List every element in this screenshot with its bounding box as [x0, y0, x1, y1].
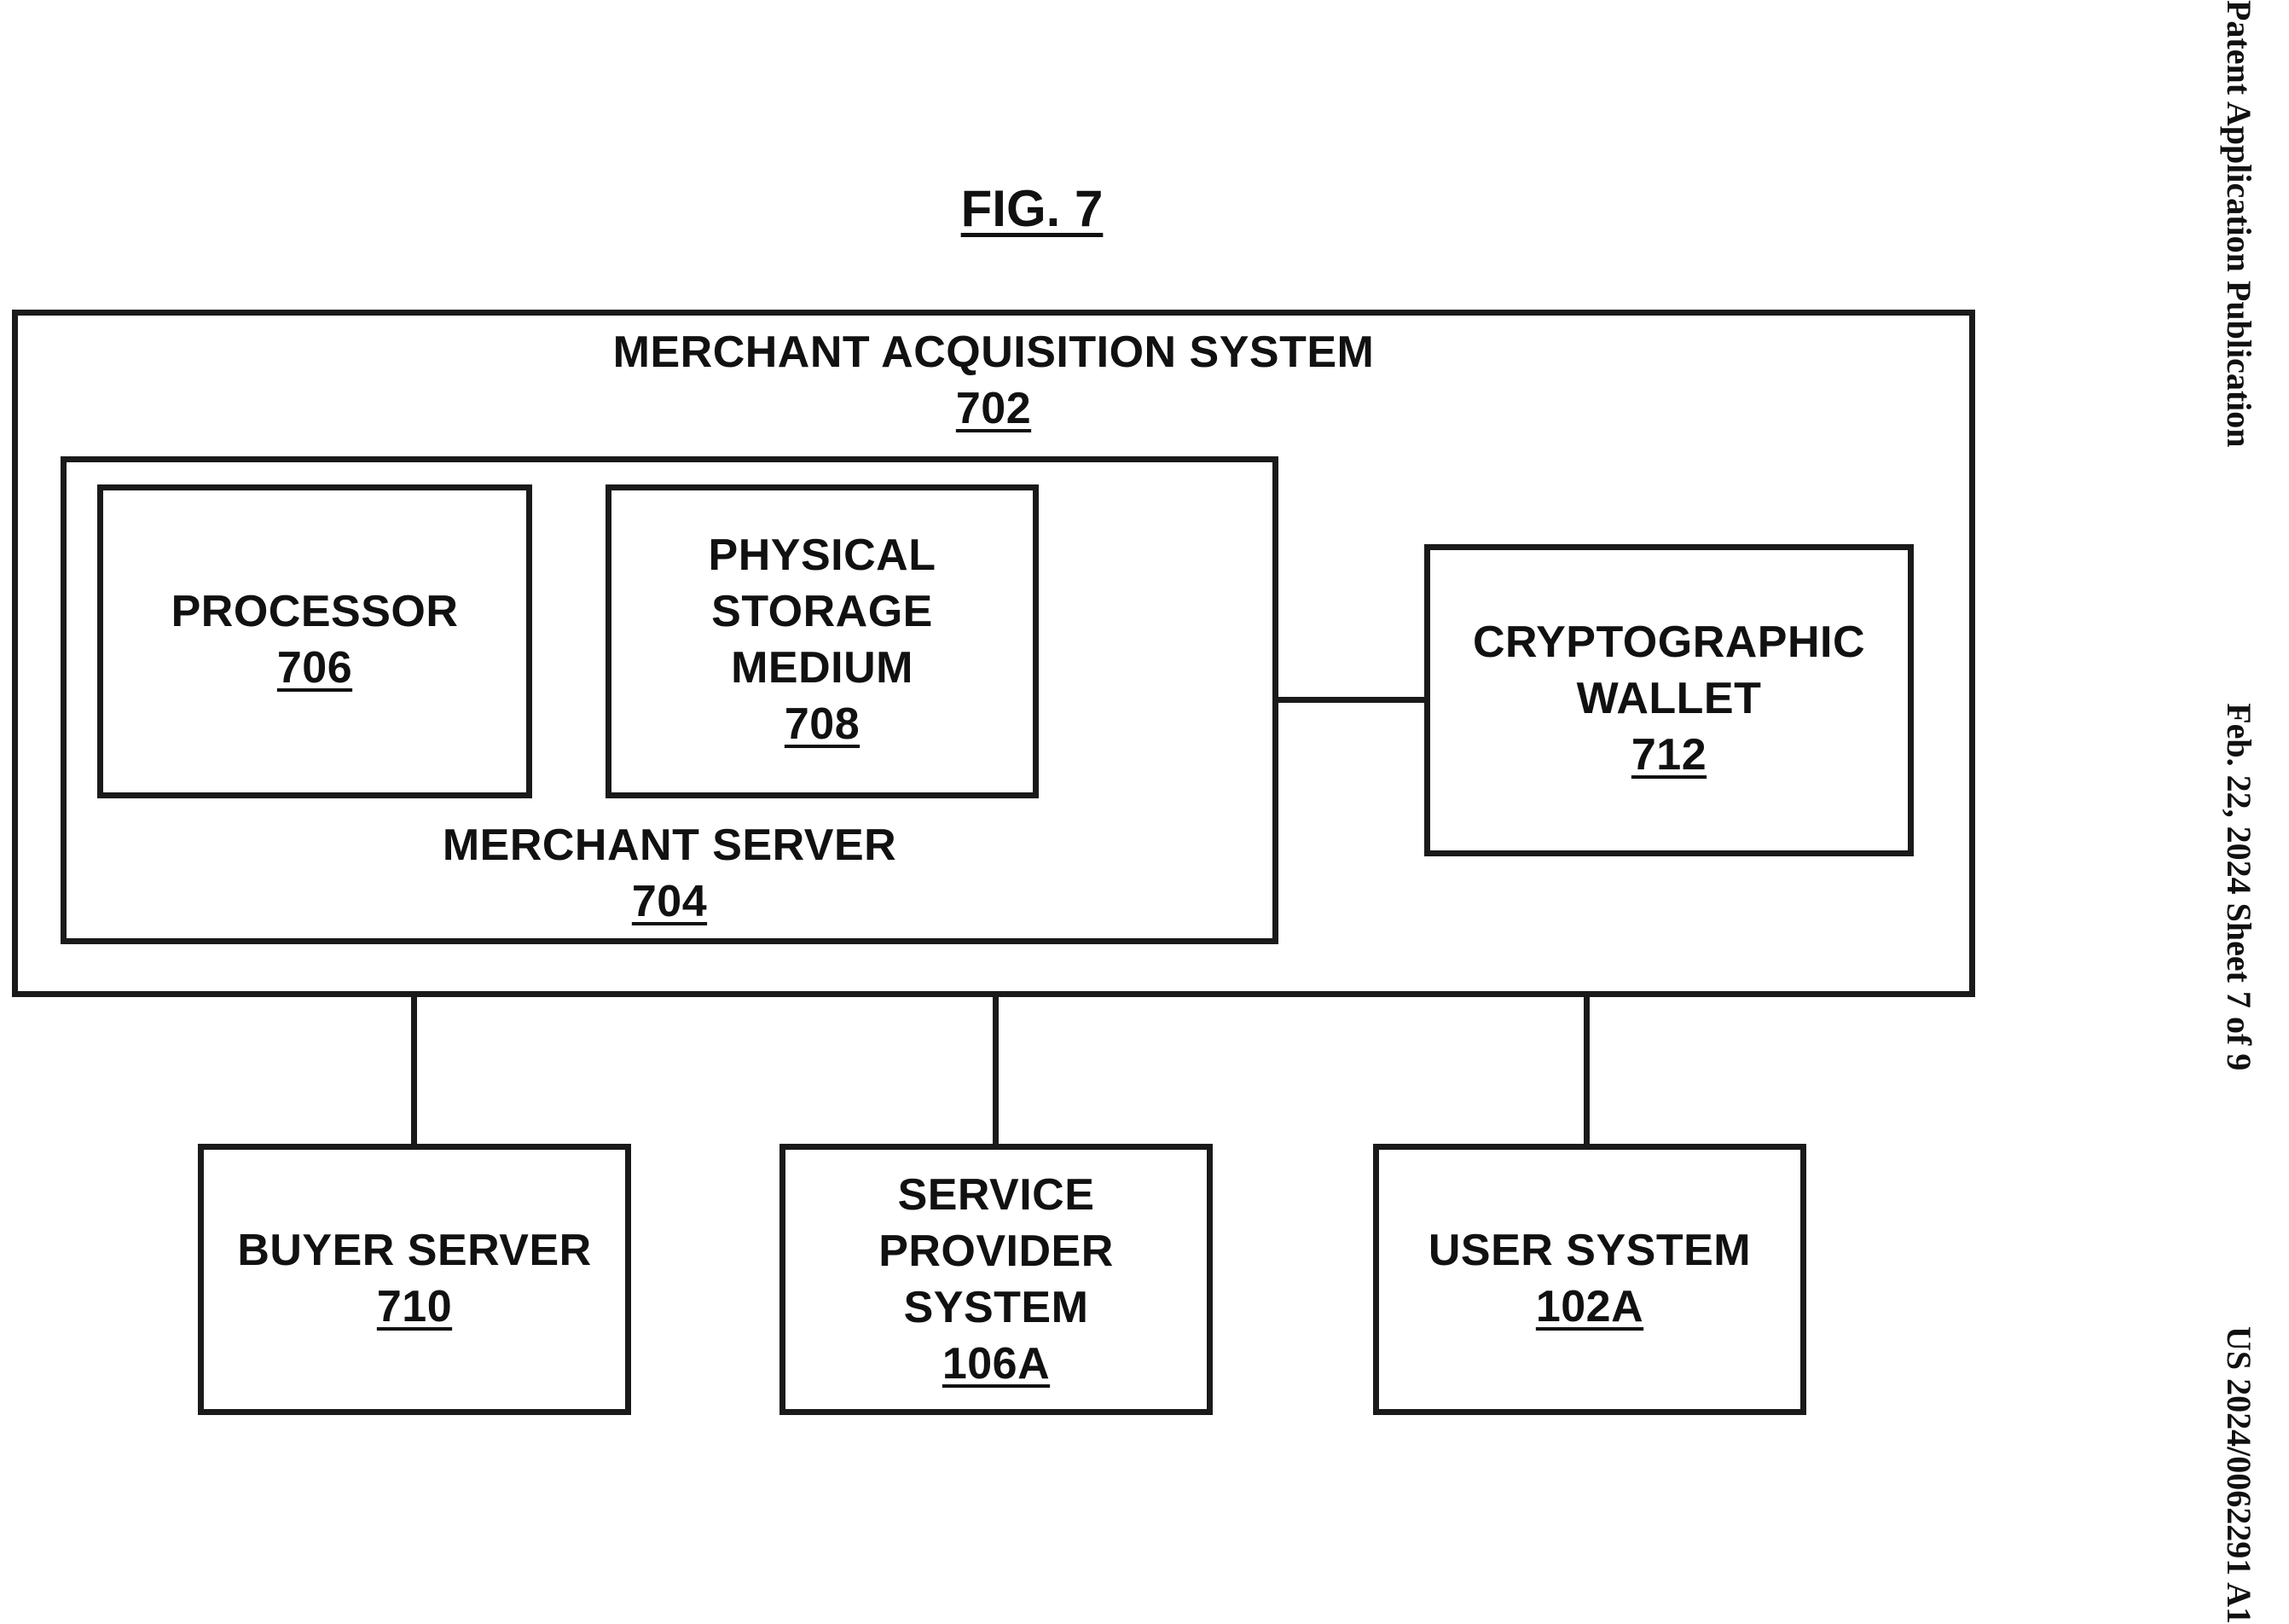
node-text: CRYPTOGRAPHIC: [1424, 614, 1914, 670]
reference-number: 106A: [779, 1336, 1213, 1392]
connector-buyer-server: [411, 997, 417, 1144]
buyer-server-label: BUYER SERVER 710: [198, 1222, 631, 1335]
node-text: BUYER SERVER: [198, 1222, 631, 1279]
node-text: PROCESSOR: [97, 583, 532, 640]
connector-user-system: [1584, 997, 1590, 1144]
reference-number: 712: [1424, 727, 1914, 783]
user-system-label: USER SYSTEM 102A: [1373, 1222, 1806, 1335]
node-text: USER SYSTEM: [1373, 1222, 1806, 1279]
page-header: Patent Application Publication Feb. 22, …: [2221, 0, 2258, 1624]
service-provider-system-label: SERVICE PROVIDER SYSTEM 106A: [779, 1167, 1213, 1392]
node-text: MERCHANT SERVER: [61, 817, 1278, 873]
publication-number: US 2024/0062291 A1: [2220, 1326, 2260, 1624]
reference-number: 708: [606, 696, 1039, 752]
node-text: PROVIDER: [779, 1223, 1213, 1279]
date-sheet-label: Feb. 22, 2024 Sheet 7 of 9: [2220, 703, 2260, 1070]
reference-number: 704: [61, 873, 1278, 930]
node-text: WALLET: [1424, 670, 1914, 727]
node-text: MERCHANT ACQUISITION SYSTEM: [12, 324, 1975, 380]
cryptographic-wallet-label: CRYPTOGRAPHIC WALLET 712: [1424, 614, 1914, 783]
connector-service-provider: [993, 997, 999, 1144]
figure-title: FIG. 7: [921, 179, 1143, 238]
node-text: PHYSICAL: [606, 527, 1039, 583]
node-text: STORAGE: [606, 583, 1039, 640]
merchant-server-label: MERCHANT SERVER 704: [61, 817, 1278, 930]
node-text: SYSTEM: [779, 1279, 1213, 1336]
node-text: SERVICE: [779, 1167, 1213, 1223]
merchant-acquisition-system-label: MERCHANT ACQUISITION SYSTEM 702: [12, 324, 1975, 437]
reference-number: 710: [198, 1279, 631, 1335]
reference-number: 102A: [1373, 1279, 1806, 1335]
processor-label: PROCESSOR 706: [97, 583, 532, 696]
node-text: MEDIUM: [606, 640, 1039, 696]
reference-number: 702: [12, 380, 1975, 437]
reference-number: 706: [97, 640, 532, 696]
physical-storage-medium-label: PHYSICAL STORAGE MEDIUM 708: [606, 527, 1039, 752]
publication-label: Patent Application Publication: [2220, 0, 2260, 448]
connector-server-wallet: [1278, 697, 1424, 703]
